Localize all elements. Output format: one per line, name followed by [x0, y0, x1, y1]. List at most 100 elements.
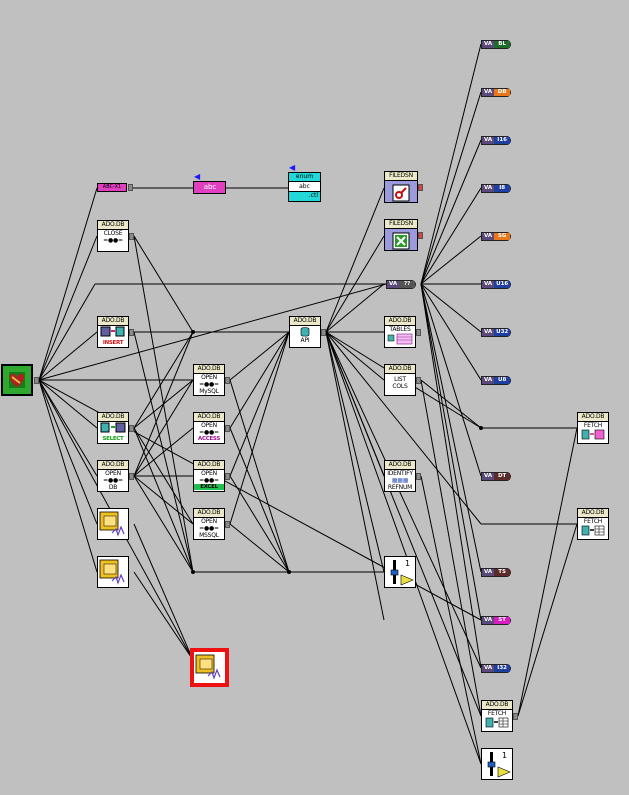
fetch-icon: [581, 525, 605, 536]
open-mssql-sub: MSSQL: [199, 532, 219, 539]
open-mssql-terminal[interactable]: [225, 521, 230, 528]
fetch-header: ADO.DB: [482, 701, 512, 710]
variant-tag-i8[interactable]: VA I8: [481, 184, 512, 193]
key-icon: [392, 184, 410, 202]
insert-node[interactable]: ADO.DB INSERT: [97, 316, 129, 348]
index-slider-node-2[interactable]: 1: [481, 748, 513, 780]
variant-tag-bl[interactable]: VA BL: [481, 40, 512, 49]
tables-terminal[interactable]: [416, 329, 421, 336]
list-cols-label: LIST: [394, 376, 406, 383]
list-cols-terminal[interactable]: [416, 377, 421, 384]
open-excel-node[interactable]: ADO.DB OPEN =●●= EXCEL: [193, 460, 225, 492]
enum-bottom-label: .ctl: [289, 192, 320, 201]
api-terminal[interactable]: [321, 329, 326, 336]
wire: [325, 331, 482, 525]
open-access-terminal[interactable]: [225, 425, 230, 432]
api-node[interactable]: ADO.DB API: [289, 316, 321, 348]
variant-type: U8: [494, 377, 511, 384]
filedsn-node-1[interactable]: FILEDSN: [384, 171, 418, 203]
identify-node[interactable]: ADO.DB IDENTIFY ▦▦▦ REFNUM: [384, 460, 416, 492]
pink-string-terminal[interactable]: [128, 184, 133, 191]
identify-terminal[interactable]: [416, 473, 421, 480]
variant-prefix: VA: [482, 137, 495, 144]
close-label: CLOSE: [103, 230, 123, 237]
open-access-label: OPEN: [201, 422, 217, 429]
root-terminal[interactable]: [34, 377, 39, 384]
wire: [420, 283, 482, 669]
pink-string-constant[interactable]: ABC-X1: [97, 183, 127, 192]
wire: [420, 283, 482, 477]
variant-prefix: VA: [482, 665, 495, 672]
subvi-waveform-icon-2[interactable]: [97, 556, 129, 588]
wire: [38, 283, 96, 381]
wire: [420, 43, 482, 285]
filedsn-terminal-1[interactable]: [418, 184, 423, 191]
variant-prefix: VA: [482, 473, 495, 480]
open-excel-terminal[interactable]: [225, 473, 230, 480]
wire: [133, 379, 194, 429]
wire: [325, 331, 385, 573]
subvi-waveform-icon-selected[interactable]: [190, 648, 229, 687]
waveform-folder-icon: [99, 511, 125, 537]
select-node[interactable]: ADO.DB SELECT: [97, 412, 129, 444]
tables-node[interactable]: ADO.DB TABLES: [384, 316, 416, 348]
open-mysql-node[interactable]: ADO.DB OPEN =●●= MySQL: [193, 364, 225, 396]
filedsn-terminal-2[interactable]: [418, 232, 423, 239]
fetch-icon: [485, 717, 509, 728]
variant-tag-u16[interactable]: VA U16: [481, 280, 512, 289]
wire: [420, 235, 482, 285]
variant-tag-db[interactable]: VA DB: [481, 88, 512, 97]
variant-tag-u32[interactable]: VA U32: [481, 328, 512, 337]
variant-tag-ts[interactable]: VA TS: [481, 568, 512, 577]
variant-prefix: VA: [482, 185, 495, 192]
filedsn-header: FILEDSN: [385, 172, 417, 181]
fetch-node-2[interactable]: ADO.DB FETCH: [577, 508, 609, 540]
close-terminal[interactable]: [129, 233, 134, 240]
variant-tag-i16[interactable]: VA I16: [481, 136, 512, 145]
select-terminal[interactable]: [129, 425, 134, 432]
root-vi-icon[interactable]: [1, 364, 33, 396]
wire: [38, 235, 98, 381]
variant-type: DT: [494, 473, 511, 480]
fetch-header: ADO.DB: [578, 509, 608, 518]
fetch-label: FETCH: [583, 518, 603, 525]
open-access-node[interactable]: ADO.DB OPEN =●●= ACCESS: [193, 412, 225, 444]
variant-tag-u8[interactable]: VA U8: [481, 376, 512, 385]
wire: [38, 379, 98, 525]
tables-header: ADO.DB: [385, 317, 415, 326]
wire: [229, 331, 290, 381]
filedsn-node-2[interactable]: FILEDSN: [384, 219, 418, 251]
wire: [38, 379, 98, 573]
string-control[interactable]: abc: [193, 181, 226, 194]
variant-tag-st[interactable]: VA ST: [481, 616, 512, 625]
variant-type: U16: [494, 281, 511, 288]
subvi-waveform-icon-1[interactable]: [97, 508, 129, 540]
variant-tag-any[interactable]: VA ??: [386, 280, 417, 289]
variant-tag-sg[interactable]: VA SG: [481, 232, 512, 241]
list-cols-node[interactable]: ADO.DB LIST COLS: [384, 364, 416, 396]
wire: [420, 379, 482, 429]
variant-tag-dt[interactable]: VA DT: [481, 472, 512, 481]
wire: [133, 331, 194, 429]
insert-terminal[interactable]: [129, 329, 134, 336]
wire: [420, 139, 482, 285]
variant-tag-i32[interactable]: VA I32: [481, 664, 512, 673]
select-icon: [100, 422, 126, 433]
insert-header: ADO.DB: [98, 317, 128, 326]
open-mssql-node[interactable]: ADO.DB OPEN =●●= MSSQL: [193, 508, 225, 540]
identify-sub: REFNUM: [387, 484, 413, 491]
fetch-node-1[interactable]: ADO.DB FETCH: [577, 412, 609, 444]
wire: [229, 331, 290, 429]
wire: [229, 331, 290, 477]
enum-control[interactable]: enum abc .ctl: [288, 172, 321, 202]
fetch-node-3[interactable]: ADO.DB FETCH: [481, 700, 513, 732]
close-node[interactable]: ADO.DB CLOSE =●●=: [97, 220, 129, 252]
open-mysql-terminal[interactable]: [225, 377, 230, 384]
wire: [133, 523, 194, 661]
fetch-terminal-3[interactable]: [513, 713, 518, 720]
index-slider-node-1[interactable]: 1: [384, 556, 416, 588]
plug-icon: =●●=: [199, 429, 219, 436]
open-db-node[interactable]: ADO.DB OPEN =●●= DB: [97, 460, 129, 492]
open-db-terminal[interactable]: [129, 473, 134, 480]
